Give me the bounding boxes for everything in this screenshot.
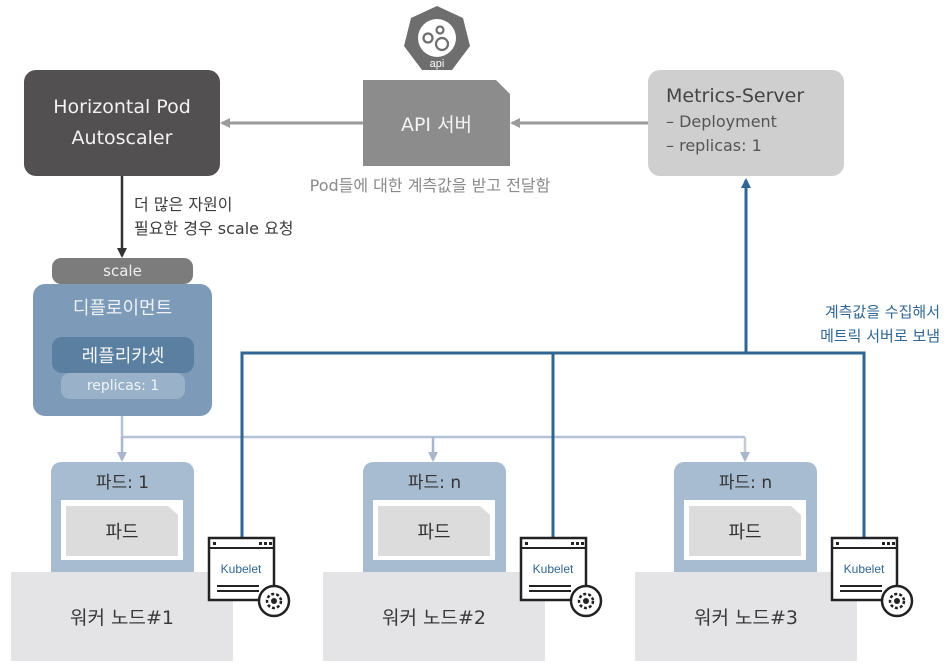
pod[interactable]: 파드 (378, 506, 490, 556)
kubelet-icon[interactable]: Kubelet (830, 536, 914, 620)
scale-label: scale (103, 262, 142, 280)
replicaset[interactable]: 레플리카셋 (52, 337, 194, 373)
scale-request-note: 더 많은 자원이 필요한 경우 scale 요청 (134, 193, 294, 241)
horizontal-pod-autoscaler[interactable]: Horizontal Pod Autoscaler (24, 70, 220, 176)
worker-node-label: 워커 노드#3 (694, 607, 798, 629)
worker-node-2[interactable]: 워커 노드#2 (323, 572, 545, 661)
deploy-distribution-line (120, 416, 745, 439)
metrics-collection-note-line2: 메트릭 서버로 보냄 (820, 327, 940, 345)
deployment-title: 디플로이먼트 (72, 298, 173, 319)
pod[interactable]: 파드 (66, 506, 178, 556)
kubelet-label: Kubelet (533, 562, 574, 576)
pod-group-label: 파드: n (718, 473, 773, 493)
api-server-caption: Pod들에 대한 계측값을 받고 전달함 (309, 176, 551, 195)
kubelet-icon[interactable]: Kubelet (207, 536, 291, 620)
kubelet-icon[interactable]: Kubelet (519, 536, 603, 620)
metrics-server[interactable]: Metrics-Server – Deployment – replicas: … (648, 70, 844, 176)
scale-tab[interactable]: scale (52, 258, 193, 284)
api-server-label: API 서버 (400, 113, 473, 136)
metrics-server-detail: – replicas: 1 (666, 136, 762, 155)
pod-group-3[interactable]: 파드: n 파드 (674, 462, 817, 582)
scale-request-note-line2: 필요한 경우 scale 요청 (134, 219, 294, 238)
hpa-title-line2: Autoscaler (71, 127, 173, 149)
metrics-collection-note-line1: 계측값을 수집해서 (824, 303, 940, 321)
pod-label: 파드 (105, 522, 139, 543)
kubelet-label: Kubelet (844, 562, 885, 576)
pod-group-2[interactable]: 파드: n 파드 (363, 462, 506, 582)
pod-label: 파드 (417, 522, 451, 543)
worker-node-3[interactable]: 워커 노드#3 (635, 572, 857, 661)
hpa-title-line1: Horizontal Pod (53, 96, 191, 118)
scale-request-note-line1: 더 많은 자원이 (134, 195, 233, 214)
metrics-server-detail: – Deployment (666, 112, 777, 131)
pod-group-label: 파드: n (407, 473, 462, 493)
pod-label: 파드 (728, 522, 762, 543)
worker-node-1[interactable]: 워커 노드#1 (11, 572, 233, 661)
api-logo-text: api (430, 58, 445, 70)
api-server-logo-icon: api (404, 6, 470, 70)
api-server[interactable]: API 서버 (363, 80, 510, 166)
worker-node-label: 워커 노드#1 (70, 607, 174, 629)
pod-group-label: 파드: 1 (95, 473, 150, 493)
worker-node-label: 워커 노드#2 (382, 607, 486, 629)
kubelet-label: Kubelet (221, 562, 262, 576)
metrics-server-title: Metrics-Server (666, 85, 805, 107)
replicas-badge: replicas: 1 (61, 373, 185, 399)
replicas-label: replicas: 1 (86, 378, 160, 394)
pod-group-1[interactable]: 파드: 1 파드 (51, 462, 194, 582)
replicaset-label: 레플리카셋 (81, 346, 165, 367)
pod[interactable]: 파드 (689, 506, 801, 556)
metrics-collection-note: 계측값을 수집해서 메트릭 서버로 보냄 (770, 300, 940, 348)
